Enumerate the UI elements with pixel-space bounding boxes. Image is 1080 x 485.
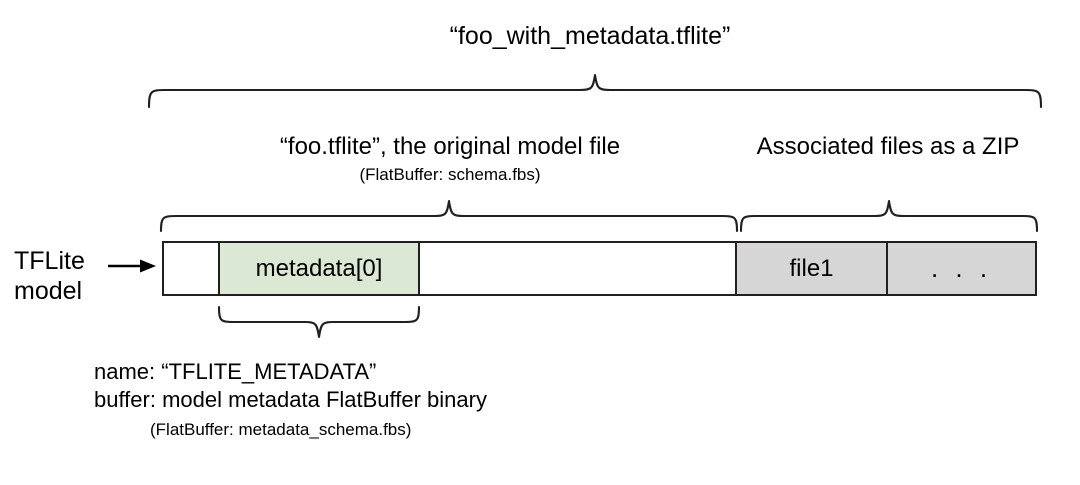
right-arrow-icon xyxy=(108,258,158,279)
brace-original-model xyxy=(159,199,739,233)
side-label-line-1: TFLite xyxy=(14,247,85,275)
section-label-original-model: “foo.tflite”, the original model file xyxy=(279,133,621,160)
bar-cell-model-head xyxy=(164,243,220,294)
bar-cell-zip-file1-label: file1 xyxy=(789,254,834,282)
diagram-title: “foo_with_metadata.tflite” xyxy=(449,22,731,50)
bar-cell-metadata-0-label: metadata[0] xyxy=(255,254,383,282)
annotation-line-buffer: buffer: model metadata FlatBuffer binary xyxy=(94,387,487,412)
bar-cell-zip-file1: file1 xyxy=(737,243,888,294)
section-label-associated-files: Associated files as a ZIP xyxy=(756,133,1020,160)
bar-cell-metadata-0: metadata[0] xyxy=(220,243,420,294)
brace-associated-files xyxy=(739,199,1039,233)
bar-cell-zip-more: . . . xyxy=(888,243,1035,294)
annotation-line-schema: (FlatBuffer: metadata_schema.fbs) xyxy=(150,420,412,439)
annotation-line-name: name: “TFLITE_METADATA” xyxy=(94,359,377,384)
tflite-model-bar: metadata[0] file1 . . . xyxy=(162,241,1037,296)
side-label-line-2: model xyxy=(14,277,83,305)
bar-cell-model-tail xyxy=(420,243,737,294)
bar-cell-zip-more-label: . . . xyxy=(930,252,993,283)
section-sublabel-original-model: (FlatBuffer: schema.fbs) xyxy=(359,165,541,184)
brace-full-file xyxy=(147,73,1043,109)
brace-metadata-annotation xyxy=(217,305,421,339)
